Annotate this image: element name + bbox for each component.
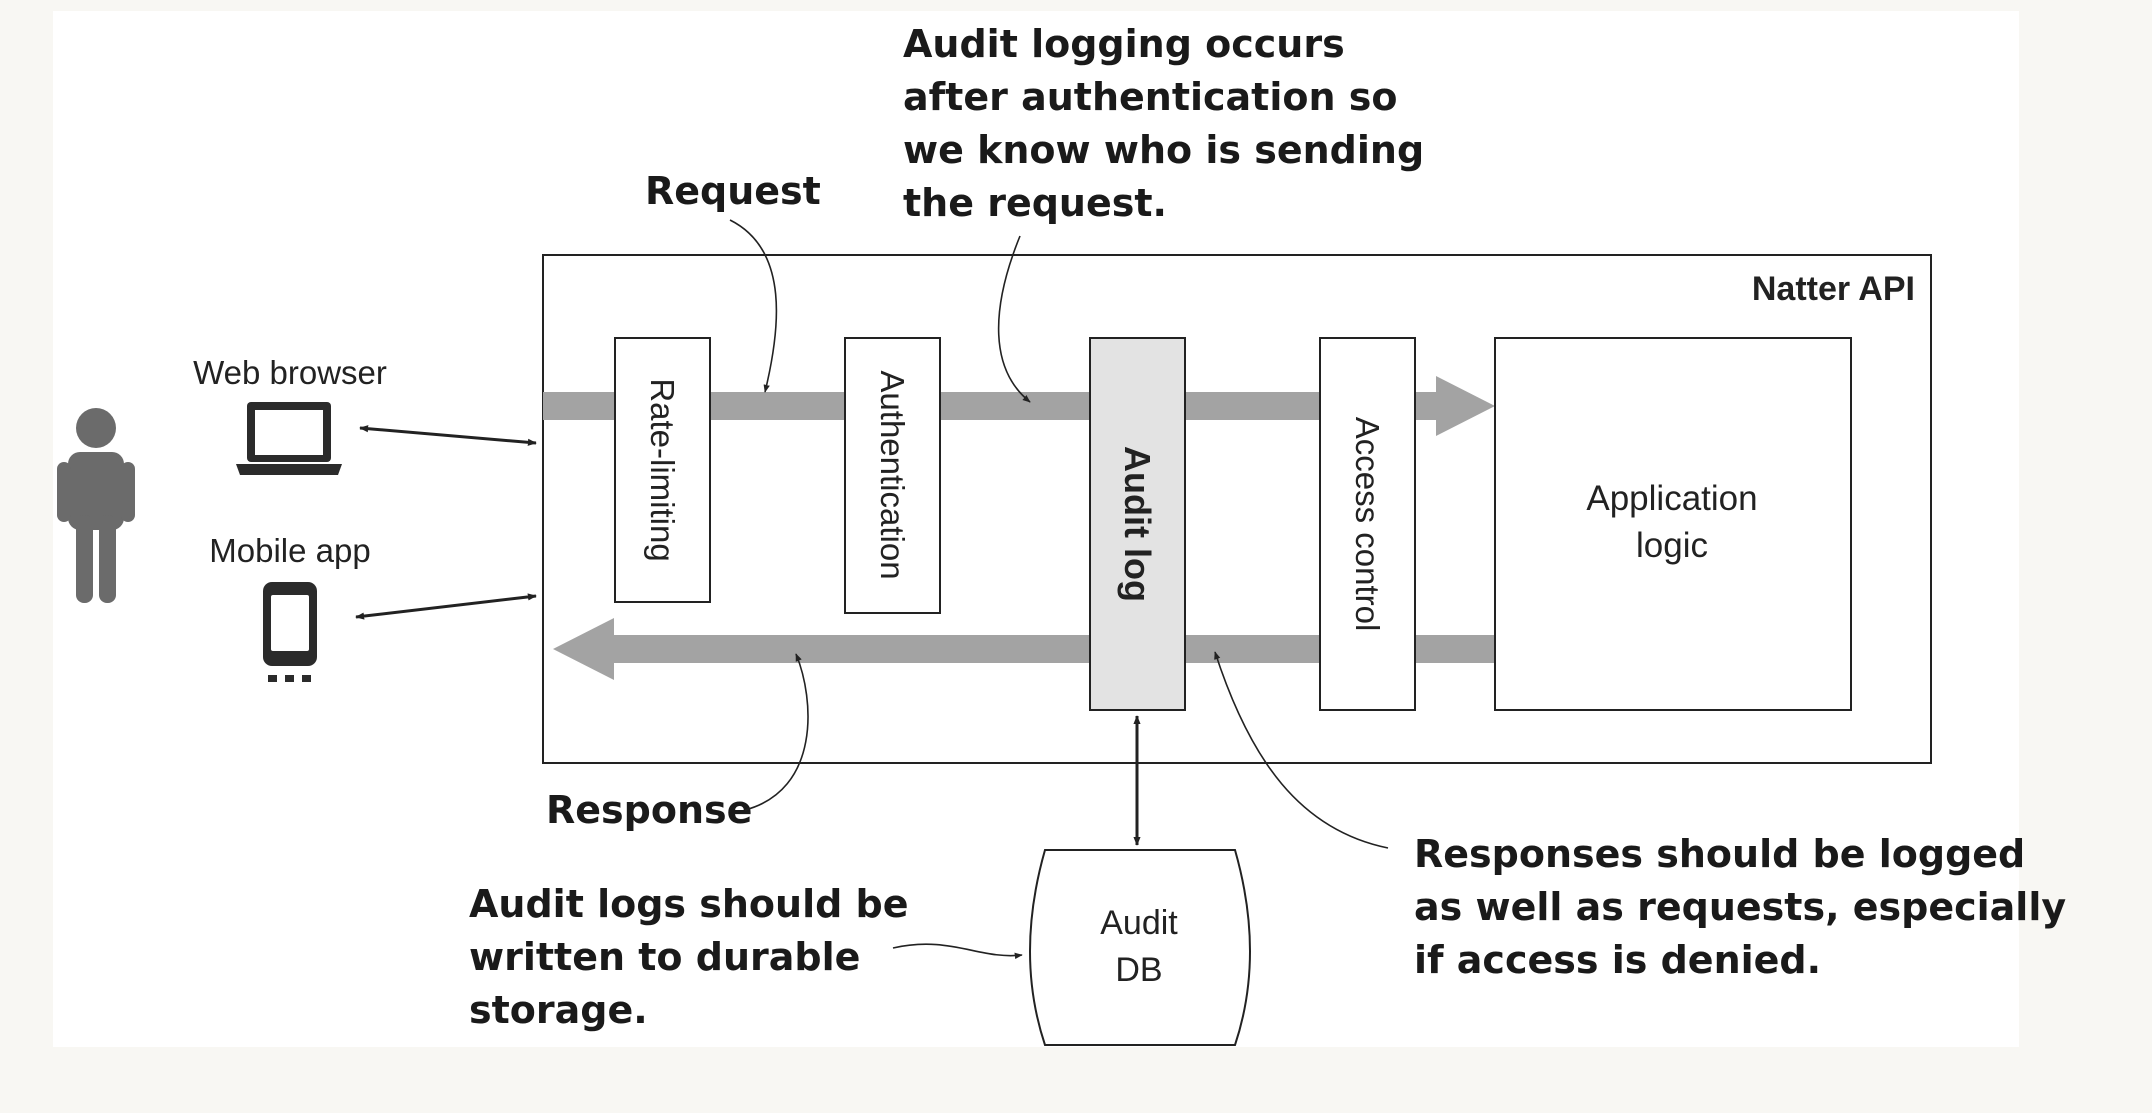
note-audit-after-auth-line-2: after authentication so — [903, 75, 1397, 119]
stage-rate-limiting-label: Rate-limiting — [644, 378, 681, 561]
mobile-app-connector — [355, 593, 537, 620]
audit-db-line-1: Audit — [1100, 904, 1178, 942]
stage-audit-log-label: Audit log — [1117, 446, 1158, 602]
stage-audit-log: Audit log — [1089, 337, 1186, 711]
note-audit-after-auth-line-4: the request. — [903, 181, 1167, 225]
diagram-canvas: Natter API Rate-limiting Authentication … — [53, 11, 2066, 1047]
note-log-responses-line-1: Responses should be logged — [1414, 832, 2025, 876]
note-log-responses: Responses should be logged as well as re… — [1414, 832, 2066, 982]
request-flow-arrowhead — [1436, 376, 1495, 436]
request-label: Request — [645, 169, 821, 213]
durable-storage-callout — [892, 943, 1023, 960]
log-responses-callout — [1214, 651, 1389, 849]
audit-db-line-2: DB — [1115, 951, 1162, 989]
note-audit-after-auth-line-1: Audit logging occurs — [903, 22, 1345, 66]
container-title: Natter API — [1752, 270, 1915, 308]
laptop-icon — [236, 402, 342, 475]
note-durable-storage-line-1: Audit logs should be — [469, 882, 909, 926]
note-audit-after-auth: Audit logging occurs after authenticatio… — [903, 22, 1424, 225]
note-durable-storage: Audit logs should be written to durable … — [469, 882, 909, 1032]
web-browser-connector — [359, 425, 537, 446]
stage-authentication: Authentication — [844, 337, 941, 614]
note-durable-storage-line-3: storage. — [469, 988, 648, 1032]
natter-api-container — [542, 254, 1932, 764]
audit-db: Audit DB — [1029, 849, 1251, 1046]
request-callout — [729, 219, 778, 393]
web-browser-label: Web browser — [193, 354, 387, 391]
application-logic-box: Application logic — [1494, 337, 1852, 711]
person-icon — [57, 408, 135, 603]
audit-after-auth-callout — [997, 235, 1031, 403]
stage-access-control-label: Access control — [1349, 417, 1386, 632]
stage-rate-limiting: Rate-limiting — [614, 337, 711, 603]
note-log-responses-line-3: if access is denied. — [1414, 938, 1821, 982]
mobile-app-label: Mobile app — [209, 532, 370, 569]
note-audit-after-auth-line-3: we know who is sending — [903, 128, 1424, 172]
response-callout — [744, 653, 809, 811]
stage-access-control: Access control — [1319, 337, 1416, 711]
audit-log-diagram: Natter API Rate-limiting Authentication … — [57, 22, 2066, 1046]
response-flow-arrowhead — [553, 618, 614, 680]
application-logic-line-2: logic — [1636, 526, 1708, 565]
note-durable-storage-line-2: written to durable — [469, 935, 860, 979]
phone-icon — [263, 582, 317, 682]
response-label: Response — [546, 788, 752, 832]
application-logic-line-1: Application — [1586, 479, 1757, 518]
stage-authentication-label: Authentication — [874, 370, 911, 579]
note-log-responses-line-2: as well as requests, especially — [1414, 885, 2066, 929]
